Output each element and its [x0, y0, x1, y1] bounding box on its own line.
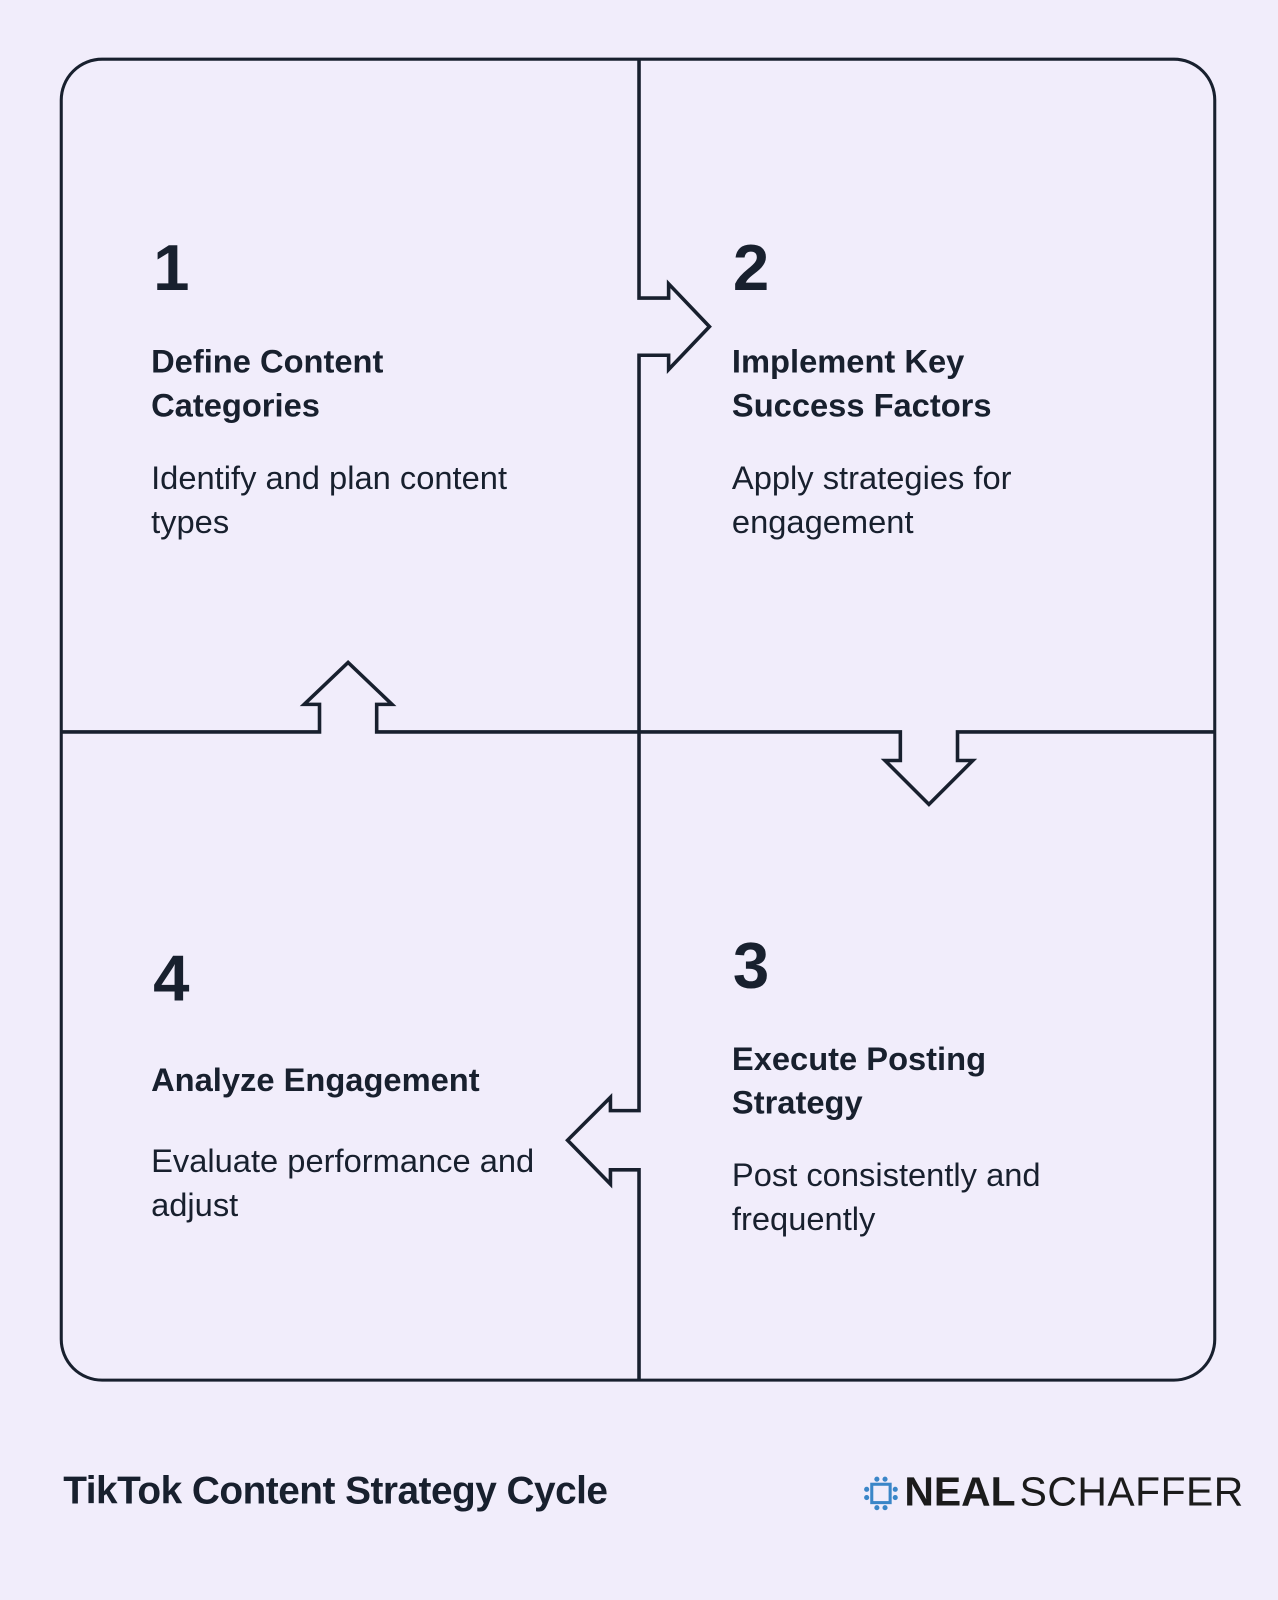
step-1-description: Identify and plan content types [151, 459, 508, 541]
step-3-description: Post consistently and frequently [731, 1156, 1041, 1238]
logo-word-bold: NEAL [904, 1469, 1016, 1515]
step-4-number: 4 [153, 941, 190, 1015]
diagram-caption: TikTok Content Strategy Cycle [63, 1469, 608, 1513]
step-4-description: Evaluate performance and adjust [151, 1142, 535, 1223]
step-1-title: Define Content Categories [151, 342, 384, 424]
step-2-description: Apply strategies for engagement [731, 459, 1012, 541]
people-table-icon [864, 1476, 898, 1510]
step-2-number: 2 [732, 230, 770, 305]
logo-word-light: SCHAFFER [1019, 1469, 1244, 1515]
step-3-number: 3 [732, 928, 770, 1003]
step-4-title: Analyze Engagement [151, 1061, 480, 1099]
step-1-number: 1 [153, 230, 190, 305]
vertical-divider-with-arrows [565, 59, 712, 1381]
step-3-title: Execute Posting Strategy [731, 1040, 987, 1121]
step-2-title: Implement Key Success Factors [731, 342, 992, 424]
brand-logo: NEAL SCHAFFER [864, 1470, 1244, 1516]
horizontal-divider-with-arrows [61, 660, 1215, 807]
